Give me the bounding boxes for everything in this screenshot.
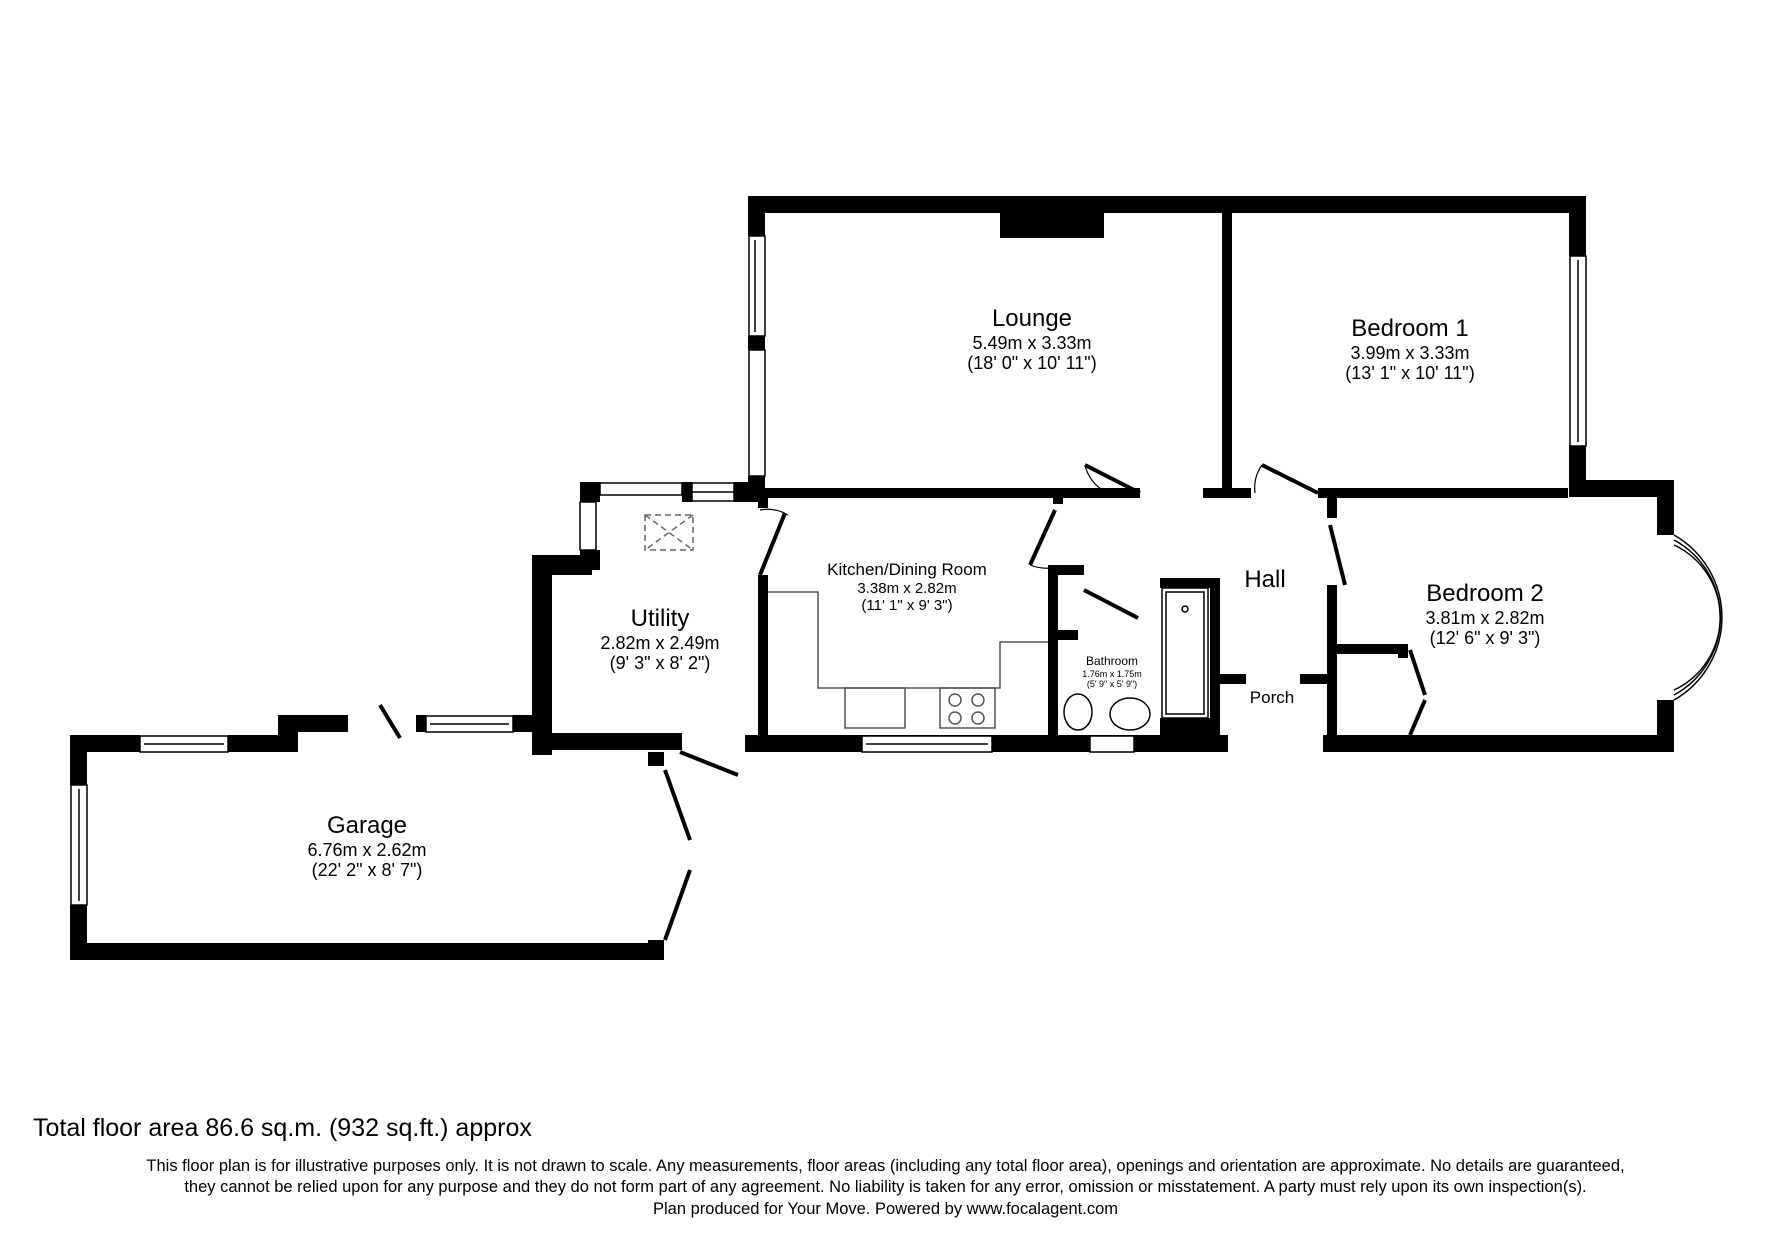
room-name: Utility (630, 605, 690, 632)
room-dimensions-imperial: (5' 9" x 5' 9") (1086, 679, 1138, 690)
disclaimer-line: This floor plan is for illustrative purp… (146, 1157, 1625, 1175)
room-dimensions-imperial: (9' 3" x 8' 2") (609, 653, 711, 674)
windows (70, 235, 1587, 906)
room-dimensions-metric: 3.81m x 2.82m (1425, 607, 1545, 628)
room-label-bathroom: Bathroom 1.76m x 1.75m (5' 9" x 5' 9") (1082, 654, 1142, 690)
fixtures (644, 514, 1209, 731)
room-name: Bedroom 2 (1426, 580, 1544, 607)
room-name: Bedroom 1 (1351, 315, 1469, 342)
room-name: Garage (326, 812, 408, 839)
room-label-hall: Hall (1244, 566, 1285, 594)
room-name: Hall (1244, 566, 1286, 593)
disclaimer: This floor plan is for illustrative purp… (20, 1156, 1751, 1220)
disclaimer-credit: Plan produced for Your Move. Powered by … (652, 1199, 1118, 1218)
room-label-bedroom-1: Bedroom 1 3.99m x 3.33m (13' 1" x 10' 11… (1345, 315, 1474, 384)
room-label-garage: Garage 6.76m x 2.62m (22' 2" x 8' 7") (307, 812, 426, 881)
room-dimensions-metric: 3.38m x 2.82m (857, 579, 957, 597)
room-label-kitchen-dining: Kitchen/Dining Room 3.38m x 2.82m (11' 1… (827, 560, 987, 614)
room-label-lounge: Lounge 5.49m x 3.33m (18' 0" x 10' 11") (967, 305, 1096, 374)
room-name: Porch (1249, 688, 1295, 707)
room-name: Bathroom (1085, 654, 1139, 668)
total-floor-area: Total floor area 86.6 sq.m. (932 sq.ft.)… (33, 1114, 532, 1142)
room-dimensions-imperial: (11' 1" x 9' 3") (861, 596, 953, 614)
room-label-utility: Utility 2.82m x 2.49m (9' 3" x 8' 2") (600, 605, 719, 674)
room-dimensions-imperial: (12' 6" x 9' 3") (1429, 628, 1541, 649)
room-name: Kitchen/Dining Room (827, 560, 987, 579)
room-dimensions-metric: 1.76m x 1.75m (1082, 668, 1142, 679)
disclaimer-line: they cannot be relied upon for any purpo… (184, 1178, 1587, 1197)
room-dimensions-metric: 2.82m x 2.49m (600, 632, 720, 653)
bay-window (1673, 534, 1723, 701)
room-dimensions-metric: 5.49m x 3.33m (972, 332, 1092, 353)
room-label-porch: Porch (1250, 688, 1294, 708)
room-dimensions-imperial: (18' 0" x 10' 11") (967, 353, 1097, 374)
room-dimensions-metric: 3.99m x 3.33m (1350, 342, 1470, 363)
room-name: Lounge (991, 305, 1073, 332)
doors (378, 463, 1427, 941)
room-dimensions-imperial: (13' 1" x 10' 11") (1345, 363, 1475, 384)
room-dimensions-imperial: (22' 2" x 8' 7") (311, 860, 423, 881)
room-label-bedroom-2: Bedroom 2 3.81m x 2.82m (12' 6" x 9' 3") (1425, 580, 1544, 649)
room-dimensions-metric: 6.76m x 2.62m (307, 839, 427, 860)
